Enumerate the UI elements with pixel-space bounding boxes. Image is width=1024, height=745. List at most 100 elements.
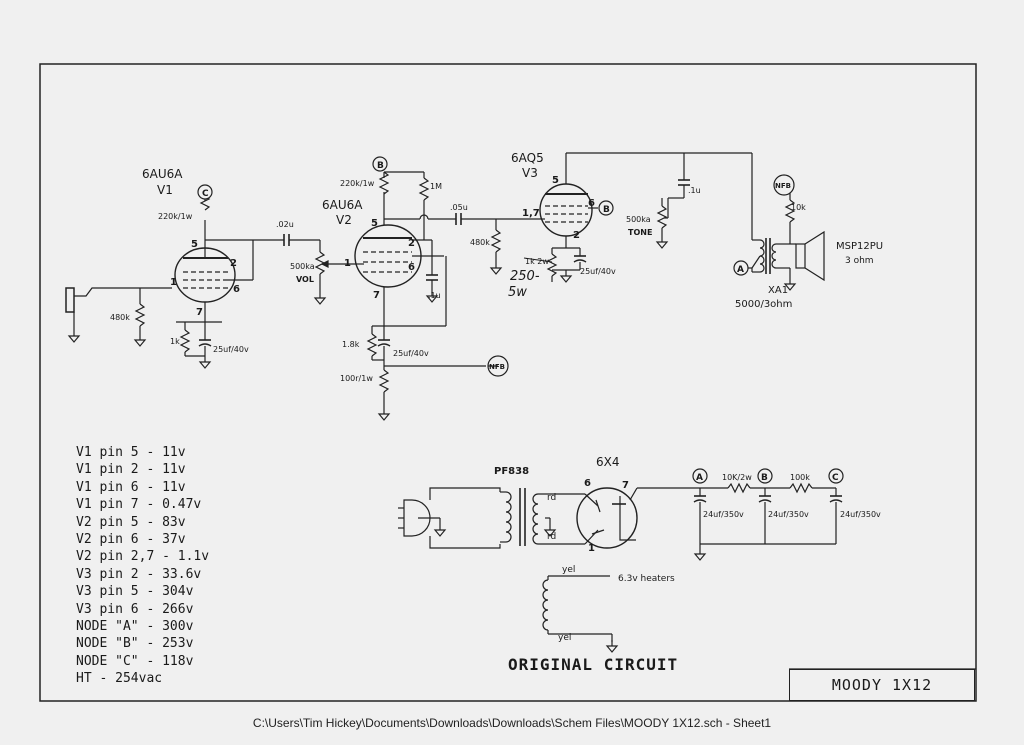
component-label: 500ka — [626, 215, 651, 224]
r-v3-cathode — [546, 253, 558, 277]
pin-label: 6 — [233, 284, 240, 295]
tube-v3-ref: V3 — [522, 166, 538, 180]
component-label: TONE — [628, 228, 652, 237]
measurement-item: NODE "A" - 300v — [76, 619, 194, 635]
component-label: 25uf/40v — [580, 267, 616, 276]
component-label: 1.8k — [342, 340, 360, 349]
component-label: yel — [558, 633, 571, 643]
component-label: .1u — [688, 186, 701, 195]
component-label: MSP12PU — [836, 241, 883, 252]
node-label: B — [603, 205, 610, 215]
measurement-item: V3 pin 2 - 33.6v — [76, 566, 202, 582]
diagram-caption: ORIGINAL CIRCUIT — [508, 655, 679, 674]
node-label: NFB — [775, 182, 791, 190]
node-nfb-out — [773, 174, 795, 196]
mains-plug — [403, 499, 431, 537]
pin-label: 5 — [191, 239, 198, 250]
component-label: 5w — [508, 285, 527, 300]
component-label: VOL — [296, 275, 314, 284]
pin-label: 7 — [373, 290, 380, 301]
node-b-ps — [757, 468, 773, 484]
tube-v1-type: 6AU6A — [142, 167, 183, 181]
node-a-ps — [692, 468, 708, 484]
node-label: C — [832, 473, 839, 483]
measurement-item: V3 pin 5 - 304v — [76, 584, 194, 600]
node-c-ps — [828, 468, 844, 484]
tube-rect — [576, 487, 638, 549]
tone-pot — [656, 205, 668, 229]
node-b-v2 — [372, 156, 388, 172]
tube-v2 — [354, 224, 422, 288]
node-b-v3 — [598, 200, 614, 216]
r-v2-plate — [378, 171, 390, 195]
component-label: 220k/1w — [158, 212, 193, 221]
pin-label: 6 — [588, 198, 595, 209]
output-transformer — [759, 239, 765, 273]
component-label: 10K/2w — [722, 473, 752, 482]
speaker — [795, 243, 806, 269]
pin-label: 1 — [170, 277, 177, 288]
tube-v1-ref: V1 — [157, 183, 173, 197]
r-bc — [789, 482, 813, 494]
component-label: 24uf/350v — [768, 510, 809, 519]
r-v2-cathode — [366, 333, 378, 357]
measurement-item: NODE "C" - 118v — [76, 653, 194, 669]
tube-v2-type: 6AU6A — [322, 198, 363, 212]
measurement-item: V2 pin 6 - 37v — [76, 532, 186, 548]
r-v2-screen — [418, 177, 430, 201]
component-label: 100r/1w — [340, 374, 373, 383]
component-label: .1u — [428, 291, 441, 300]
pin-label: 7 — [622, 480, 629, 491]
component-label: 25uf/40v — [393, 349, 429, 358]
footer-path: C:\Users\Tim Hickey\Documents\Downloads\… — [252, 716, 772, 730]
component-label: 250- — [510, 269, 540, 284]
component-label: 24uf/350v — [703, 510, 744, 519]
node-label: C — [202, 189, 209, 199]
title-block: MOODY 1X12 — [789, 669, 975, 701]
component-label: PF838 — [494, 466, 529, 477]
input-jack — [65, 287, 75, 313]
component-label: 24uf/350v — [840, 510, 881, 519]
title-block-text: MOODY 1X12 — [831, 676, 933, 694]
component-label: .05u — [450, 203, 468, 212]
component-label: yel — [562, 565, 575, 575]
pin-label: 6 — [584, 478, 591, 489]
component-label: XA1 — [768, 285, 788, 296]
component-label: 1k 2w — [525, 257, 549, 266]
component-label: 220k/1w — [340, 179, 375, 188]
pin-label: 1 — [344, 258, 351, 269]
heater-winding — [542, 579, 549, 631]
node-label: B — [377, 161, 384, 171]
component-label: 10k — [791, 203, 806, 212]
node-label: B — [761, 473, 768, 483]
component-label: .02u — [276, 220, 294, 229]
input-resistor — [134, 303, 146, 327]
power-transformer — [505, 491, 512, 543]
component-label: 5000/3ohm — [735, 299, 792, 310]
pin-label: 1 — [588, 543, 595, 554]
pin-label: 6 — [408, 262, 415, 273]
measurement-item: V1 pin 6 - 11v — [76, 479, 186, 495]
r-nfb — [784, 199, 796, 223]
tube-v3-type: 6AQ5 — [511, 151, 544, 165]
component-label: 25uf/40v — [213, 345, 249, 354]
component-label: 1k — [170, 337, 180, 346]
measurement-item: V2 pin 5 - 83v — [76, 514, 186, 530]
r-v3-grid — [490, 229, 502, 253]
sheet-border — [39, 63, 977, 702]
component-label: 1M — [430, 182, 442, 191]
component-label: rd — [547, 493, 556, 503]
tube-rect-type: 6X4 — [596, 455, 620, 469]
component-label: 3 ohm — [845, 256, 874, 266]
node-label: A — [737, 265, 744, 275]
component-label: 480k — [110, 313, 130, 322]
pin-label: 5 — [552, 175, 559, 186]
component-label: rd — [547, 532, 556, 542]
tube-v3 — [539, 183, 593, 237]
node-label: A — [696, 473, 703, 483]
component-label: 100k — [790, 473, 810, 482]
pin-label: 7 — [196, 307, 203, 318]
